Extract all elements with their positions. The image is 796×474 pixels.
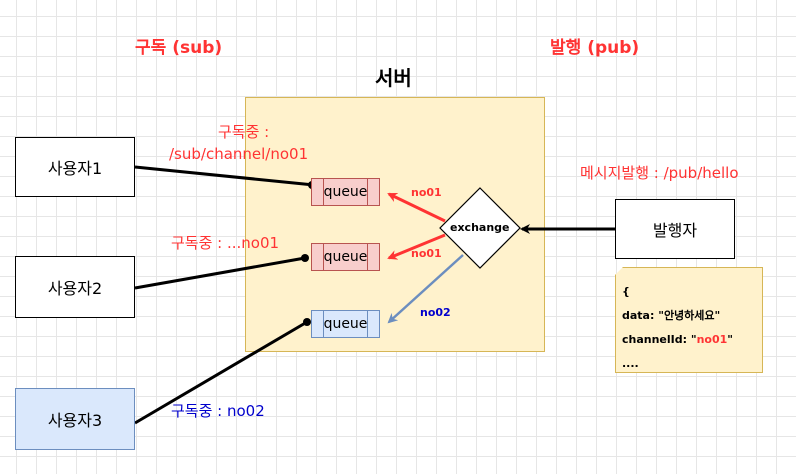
note-data-line: data: "안녕하세요" xyxy=(622,309,721,322)
queue-2-label: queue xyxy=(323,249,368,265)
subscription-label-1-line1: 구독중 : xyxy=(218,123,270,141)
queue-3-label: queue xyxy=(323,316,368,332)
user2-queue-line xyxy=(134,256,306,290)
user2-queue-dot xyxy=(301,254,309,262)
subscription-label-3: 구독중 : no02 xyxy=(171,402,265,420)
user2-label: 사용자2 xyxy=(47,279,103,298)
exchange-queue3-arrow xyxy=(387,254,464,324)
note-channel-key: channelId: " xyxy=(622,333,697,346)
subscribe-title: 구독 (sub) xyxy=(135,38,223,58)
publish-title: 발행 (pub) xyxy=(550,38,640,58)
exchange-diamond xyxy=(439,187,521,269)
subscription-label-1-line2: /sub/channel/no01 xyxy=(169,145,309,163)
user2-node: 사용자2 xyxy=(15,256,135,318)
note-channel-end: " xyxy=(727,333,734,346)
note-channel-value: no01 xyxy=(696,333,728,346)
publisher-node: 발행자 xyxy=(615,199,735,259)
queue-1-label: queue xyxy=(323,184,368,200)
exchange-queue2-arrow xyxy=(387,233,446,260)
queue-3: queue xyxy=(311,310,380,338)
user3-queue-dot xyxy=(303,318,311,326)
user1-label: 사용자1 xyxy=(47,159,103,178)
exchange-label: exchange xyxy=(450,221,510,234)
edge-label-3: no02 xyxy=(420,306,451,319)
message-note: { data: "안녕하세요" channelId: "no01" .... xyxy=(615,267,763,373)
edge-label-2: no01 xyxy=(411,247,442,260)
publish-path-label: 메시지발행 : /pub/hello xyxy=(580,164,739,182)
exchange-queue1-arrow xyxy=(387,192,446,223)
note-open-brace: { xyxy=(622,285,630,298)
server-title: 서버 xyxy=(375,66,412,90)
note-more: .... xyxy=(622,357,639,370)
user1-node: 사용자1 xyxy=(15,137,135,197)
edge-label-1: no01 xyxy=(411,186,442,199)
user3-queue-line xyxy=(134,320,308,425)
user3-label: 사용자3 xyxy=(47,411,103,430)
queue-1: queue xyxy=(311,178,380,206)
subscription-label-2: 구독중 : ...no01 xyxy=(171,234,280,252)
note-channel-line: channelId: "no01" xyxy=(622,328,762,352)
queue-2: queue xyxy=(311,243,380,271)
publisher-label: 발행자 xyxy=(652,221,698,240)
user1-queue-line xyxy=(134,165,315,187)
user3-node: 사용자3 xyxy=(15,388,135,450)
